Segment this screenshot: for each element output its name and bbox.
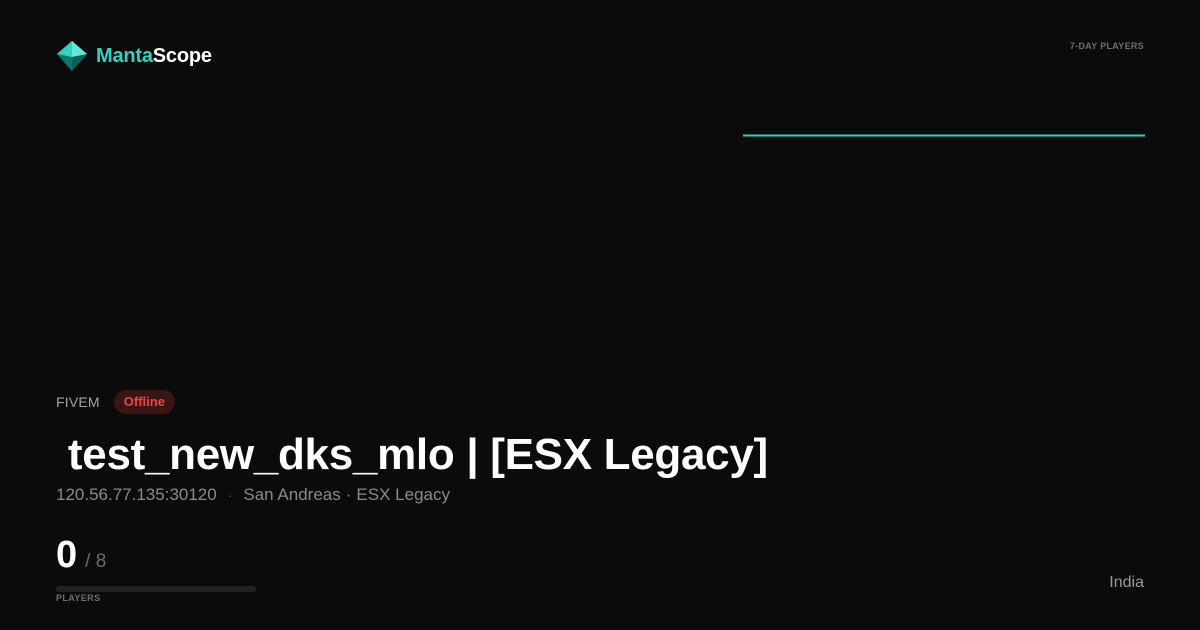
sparkline-label: 7-DAY PLAYERS (1069, 41, 1144, 51)
server-country: India (1109, 574, 1144, 591)
brand-name: MantaScope (96, 45, 212, 68)
brand-logo: MantaScope (56, 40, 212, 72)
status-badge: Offline (113, 390, 175, 414)
server-map: San Andreas (243, 485, 341, 504)
brand-name-part1: Manta (96, 44, 153, 67)
player-max: / 8 (85, 551, 107, 572)
player-progress-bar (56, 586, 256, 592)
players-label: PLAYERS (56, 593, 101, 603)
server-address: 120.56.77.135:30120 (56, 485, 217, 504)
separator-dot: · (345, 485, 352, 504)
brand-name-part2: Scope (152, 44, 212, 67)
game-label: FIVEM (56, 394, 100, 410)
diamond-logo-icon (56, 40, 88, 72)
server-details: 120.56.77.135:30120 · San Andreas · ESX … (56, 485, 450, 505)
server-gamemode: ESX Legacy (356, 485, 450, 504)
player-count-block: 0 / 8 (56, 532, 106, 578)
player-count: 0 (56, 534, 78, 576)
separator-dot: · (227, 487, 233, 503)
server-meta-row: FIVEM Offline (56, 390, 175, 414)
server-title: test_new_dks_mlo | [ESX Legacy] (56, 430, 768, 479)
player-sparkline (743, 134, 1145, 137)
